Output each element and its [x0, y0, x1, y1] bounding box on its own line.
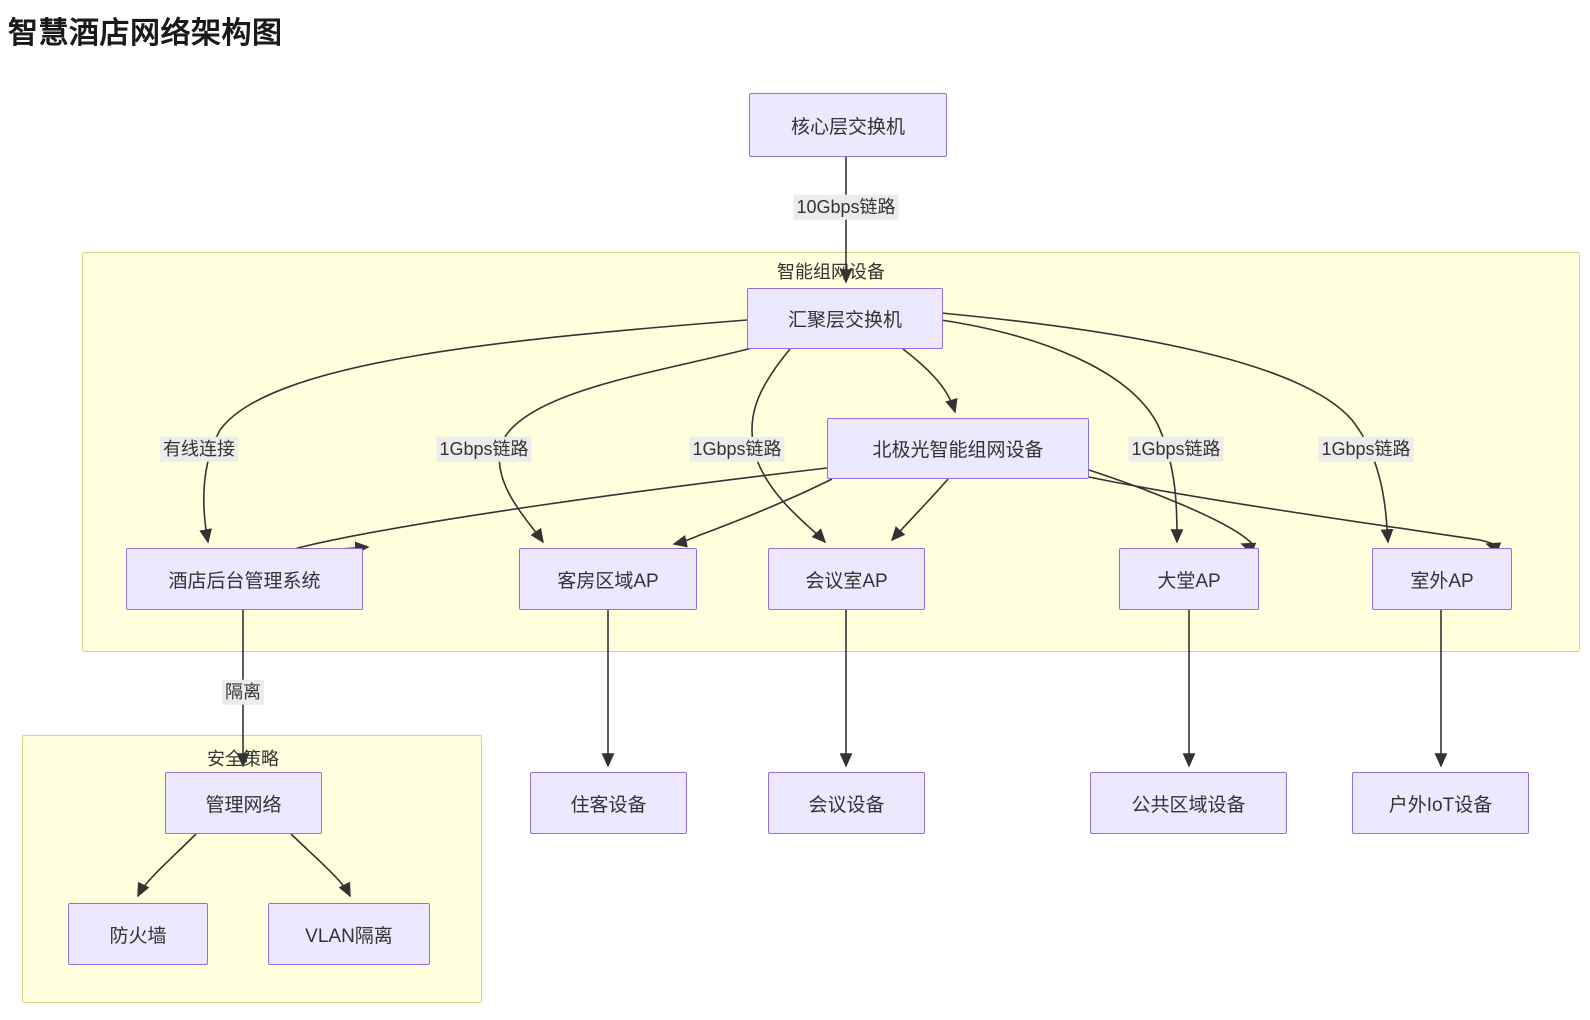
node-aurora-device[interactable]: 北极光智能组网设备: [827, 418, 1089, 479]
node-outdoor-ap[interactable]: 室外AP: [1372, 548, 1512, 610]
cluster-security-policy-label: 安全策略: [207, 749, 279, 769]
node-outdoor-iot[interactable]: 户外IoT设备: [1352, 772, 1529, 834]
edge-label-agg-to-guestroom: 1Gbps链路: [436, 436, 532, 462]
node-mgmt-network-label: 管理网络: [205, 794, 282, 816]
node-meeting-devices-label: 会议设备: [808, 794, 885, 816]
edge-label-backoffice-to-mgmt: 隔离: [222, 679, 264, 705]
node-lobby-ap[interactable]: 大堂AP: [1119, 548, 1259, 610]
node-agg-switch-label: 汇聚层交换机: [787, 310, 902, 331]
node-agg-switch[interactable]: 汇聚层交换机: [747, 288, 943, 349]
node-firewall-label: 防火墙: [109, 925, 167, 947]
node-vlan-isolation-label: VLAN隔离: [305, 925, 393, 947]
edge-label-core-to-agg: 10Gbps链路: [793, 194, 899, 220]
node-aurora-device-label: 北极光智能组网设备: [872, 440, 1044, 461]
node-outdoor-ap-label: 室外AP: [1410, 570, 1474, 592]
node-meeting-devices[interactable]: 会议设备: [768, 772, 925, 834]
node-guest-devices-label: 住客设备: [570, 794, 647, 816]
node-meeting-ap[interactable]: 会议室AP: [768, 548, 925, 610]
cluster-smart-networking-label: 智能组网设备: [777, 262, 885, 282]
node-outdoor-iot-label: 户外IoT设备: [1388, 794, 1493, 816]
node-guest-devices[interactable]: 住客设备: [530, 772, 687, 834]
edge-label-agg-to-meeting: 1Gbps链路: [689, 436, 785, 462]
node-vlan-isolation[interactable]: VLAN隔离: [268, 903, 430, 965]
edge-label-agg-to-backoffice: 有线连接: [160, 436, 238, 462]
node-core-switch-label: 核心层交换机: [790, 116, 905, 138]
node-hotel-backoffice-label: 酒店后台管理系统: [168, 570, 321, 592]
node-meeting-ap-label: 会议室AP: [805, 570, 888, 592]
node-lobby-ap-label: 大堂AP: [1157, 570, 1221, 592]
node-guestroom-ap-label: 客房区域AP: [557, 570, 659, 592]
node-guestroom-ap[interactable]: 客房区域AP: [519, 548, 697, 610]
page-title: 智慧酒店网络架构图: [8, 17, 283, 50]
edge-label-agg-to-outdoor: 1Gbps链路: [1318, 436, 1414, 462]
node-public-devices-label: 公共区域设备: [1131, 794, 1246, 816]
node-mgmt-network[interactable]: 管理网络: [165, 772, 322, 834]
node-firewall[interactable]: 防火墙: [68, 903, 208, 965]
node-hotel-backoffice[interactable]: 酒店后台管理系统: [126, 548, 363, 610]
node-core-switch[interactable]: 核心层交换机: [749, 93, 947, 157]
node-public-devices[interactable]: 公共区域设备: [1090, 772, 1287, 834]
edge-label-agg-to-lobby: 1Gbps链路: [1128, 436, 1224, 462]
